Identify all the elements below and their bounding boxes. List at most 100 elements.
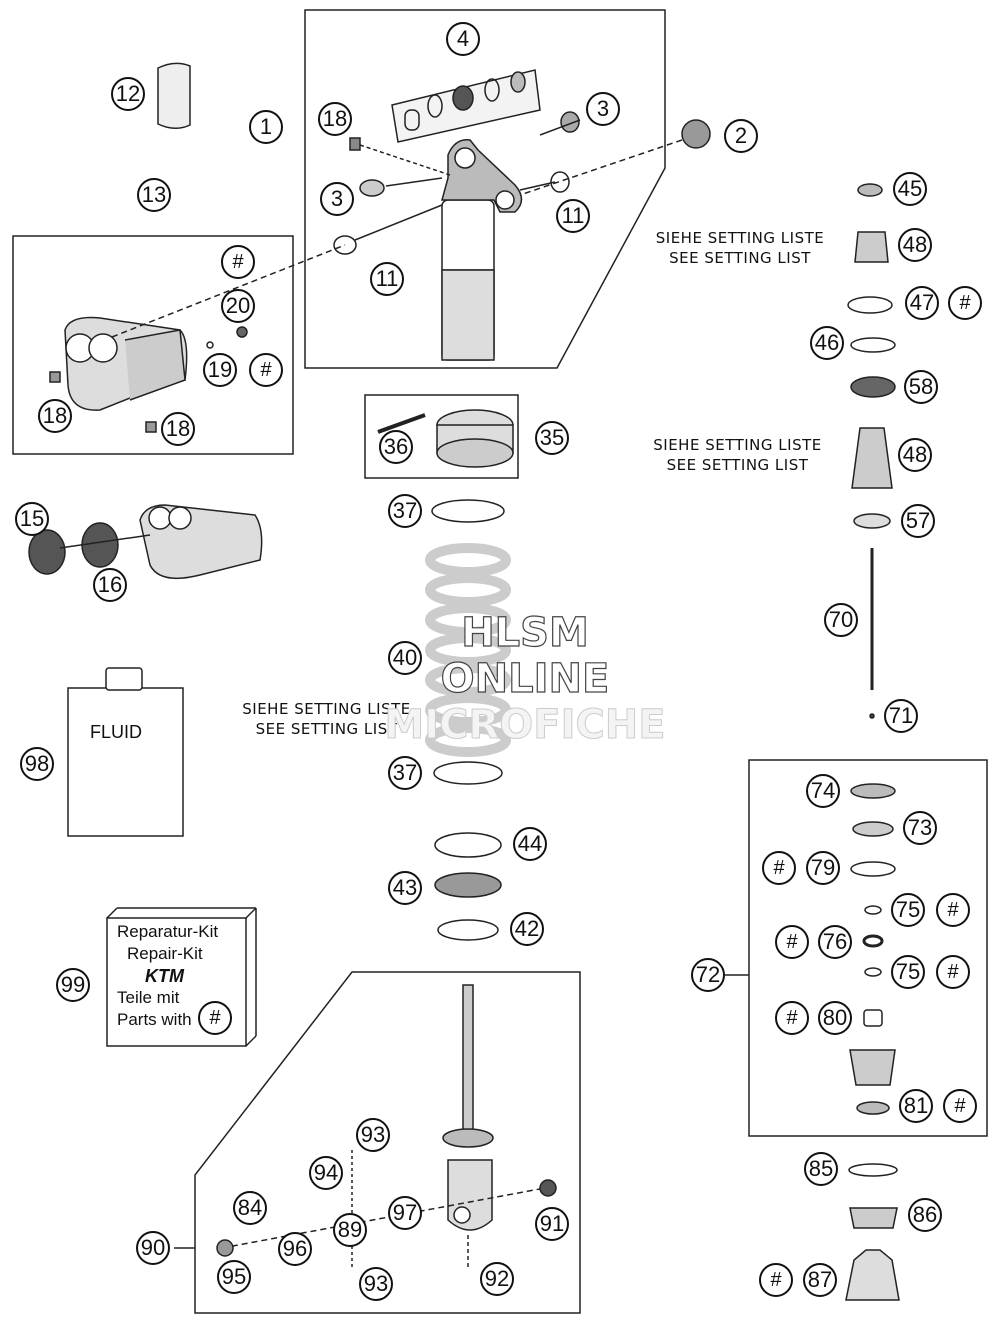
watermark: HLSM ONLINE MICROFICHE xyxy=(370,609,680,749)
watermark-line-2: ONLINE xyxy=(440,655,610,702)
hash-marker[interactable]: # xyxy=(943,1089,977,1123)
callout-42[interactable]: 42 xyxy=(510,912,544,946)
callout-89[interactable]: 89 xyxy=(333,1213,367,1247)
hash-marker[interactable]: # xyxy=(762,851,796,885)
callout-2[interactable]: 2 xyxy=(724,119,758,153)
hash-marker[interactable]: # xyxy=(775,1001,809,1035)
callout-99[interactable]: 99 xyxy=(56,968,90,1002)
repair-kit-line-3: Teile mit xyxy=(117,988,180,1007)
repair-kit-line-4: Parts with xyxy=(117,1010,192,1029)
callout-20[interactable]: 20 xyxy=(221,289,255,323)
callout-85[interactable]: 85 xyxy=(804,1152,838,1186)
callout-72[interactable]: 72 xyxy=(691,958,725,992)
callout-48[interactable]: 48 xyxy=(898,228,932,262)
watermark-line-3: MICROFICHE xyxy=(384,702,666,749)
callout-12[interactable]: 12 xyxy=(111,77,145,111)
hash-marker[interactable]: # xyxy=(759,1263,793,1297)
piston-rod xyxy=(462,984,474,1131)
hash-marker[interactable]: # xyxy=(775,925,809,959)
callout-37[interactable]: 37 xyxy=(388,756,422,790)
callout-70[interactable]: 70 xyxy=(824,603,858,637)
callout-13[interactable]: 13 xyxy=(137,178,171,212)
callout-3[interactable]: 3 xyxy=(586,92,620,126)
callout-87[interactable]: 87 xyxy=(803,1263,837,1297)
callout-97[interactable]: 97 xyxy=(388,1196,422,1230)
callout-75[interactable]: 75 xyxy=(891,893,925,927)
setting-note-en: SEE SETTING LIST xyxy=(666,456,809,474)
shock-assembly-frame xyxy=(304,9,666,369)
callout-3[interactable]: 3 xyxy=(320,182,354,216)
callout-73[interactable]: 73 xyxy=(903,811,937,845)
hash-marker[interactable]: # xyxy=(198,1001,232,1035)
callout-19[interactable]: 19 xyxy=(203,353,237,387)
callout-18[interactable]: 18 xyxy=(318,102,352,136)
setting-note-middle: SIEHE SETTING LISTE SEE SETTING LIST xyxy=(645,435,830,475)
setting-note-de: SIEHE SETTING LISTE xyxy=(242,700,411,718)
ring-46 xyxy=(850,337,896,353)
callout-44[interactable]: 44 xyxy=(513,827,547,861)
callout-79[interactable]: 79 xyxy=(806,851,840,885)
callout-71[interactable]: 71 xyxy=(884,699,918,733)
callout-46[interactable]: 46 xyxy=(810,326,844,360)
bumper-48-top xyxy=(854,231,889,263)
callout-57[interactable]: 57 xyxy=(901,504,935,538)
compression-adjuster-frame xyxy=(748,759,988,1137)
callout-16[interactable]: 16 xyxy=(93,568,127,602)
callout-94[interactable]: 94 xyxy=(309,1156,343,1190)
callout-43[interactable]: 43 xyxy=(388,871,422,905)
setting-note-en: SEE SETTING LIST xyxy=(669,249,811,267)
callout-35[interactable]: 35 xyxy=(535,421,569,455)
fluid-bottle-cap xyxy=(105,667,143,691)
bushing-drawing xyxy=(157,62,191,129)
callout-95[interactable]: 95 xyxy=(217,1260,251,1294)
callout-1[interactable]: 1 xyxy=(249,110,283,144)
callout-48[interactable]: 48 xyxy=(898,438,932,472)
spring-retainer-frame xyxy=(364,394,519,479)
callout-90[interactable]: 90 xyxy=(136,1231,170,1265)
callout-84[interactable]: 84 xyxy=(233,1191,267,1225)
cup-47 xyxy=(847,296,893,314)
callout-45[interactable]: 45 xyxy=(893,172,927,206)
watermark-line-1: HLSM xyxy=(461,609,590,656)
washer-37-bottom xyxy=(433,761,503,785)
callout-91[interactable]: 91 xyxy=(535,1207,569,1241)
callout-11[interactable]: 11 xyxy=(370,262,404,296)
callout-93[interactable]: 93 xyxy=(356,1118,390,1152)
bumper-48-bottom xyxy=(851,427,893,489)
callout-58[interactable]: 58 xyxy=(904,370,938,404)
ring-42 xyxy=(437,919,499,941)
hash-marker[interactable]: # xyxy=(936,955,970,989)
hash-marker[interactable]: # xyxy=(249,353,283,387)
callout-4[interactable]: 4 xyxy=(446,22,480,56)
setting-note-en: SEE SETTING LIST xyxy=(255,720,398,738)
hash-marker[interactable]: # xyxy=(936,893,970,927)
callout-81[interactable]: 81 xyxy=(899,1089,933,1123)
fluid-label: FLUID xyxy=(90,722,143,742)
callout-18[interactable]: 18 xyxy=(38,399,72,433)
hash-marker[interactable]: # xyxy=(221,245,255,279)
setting-note-de: SIEHE SETTING LISTE xyxy=(653,436,822,454)
washer-57 xyxy=(853,513,891,529)
callout-75[interactable]: 75 xyxy=(891,955,925,989)
callout-98[interactable]: 98 xyxy=(20,747,54,781)
callout-47[interactable]: 47 xyxy=(905,286,939,320)
washer-37-top xyxy=(431,499,505,523)
callout-15[interactable]: 15 xyxy=(15,502,49,536)
callout-40[interactable]: 40 xyxy=(388,641,422,675)
callout-76[interactable]: 76 xyxy=(818,925,852,959)
callout-86[interactable]: 86 xyxy=(908,1198,942,1232)
callout-96[interactable]: 96 xyxy=(278,1232,312,1266)
callout-93[interactable]: 93 xyxy=(359,1267,393,1301)
callout-18[interactable]: 18 xyxy=(161,412,195,446)
callout-80[interactable]: 80 xyxy=(818,1001,852,1035)
setting-note-spring: SIEHE SETTING LISTE SEE SETTING LIST xyxy=(234,699,419,739)
hash-marker[interactable]: # xyxy=(948,286,982,320)
callout-36[interactable]: 36 xyxy=(379,430,413,464)
callout-92[interactable]: 92 xyxy=(480,1262,514,1296)
seal-43 xyxy=(434,872,502,898)
ktm-logo: KTM xyxy=(145,966,184,986)
callout-37[interactable]: 37 xyxy=(388,494,422,528)
callout-74[interactable]: 74 xyxy=(806,774,840,808)
callout-11[interactable]: 11 xyxy=(556,199,590,233)
